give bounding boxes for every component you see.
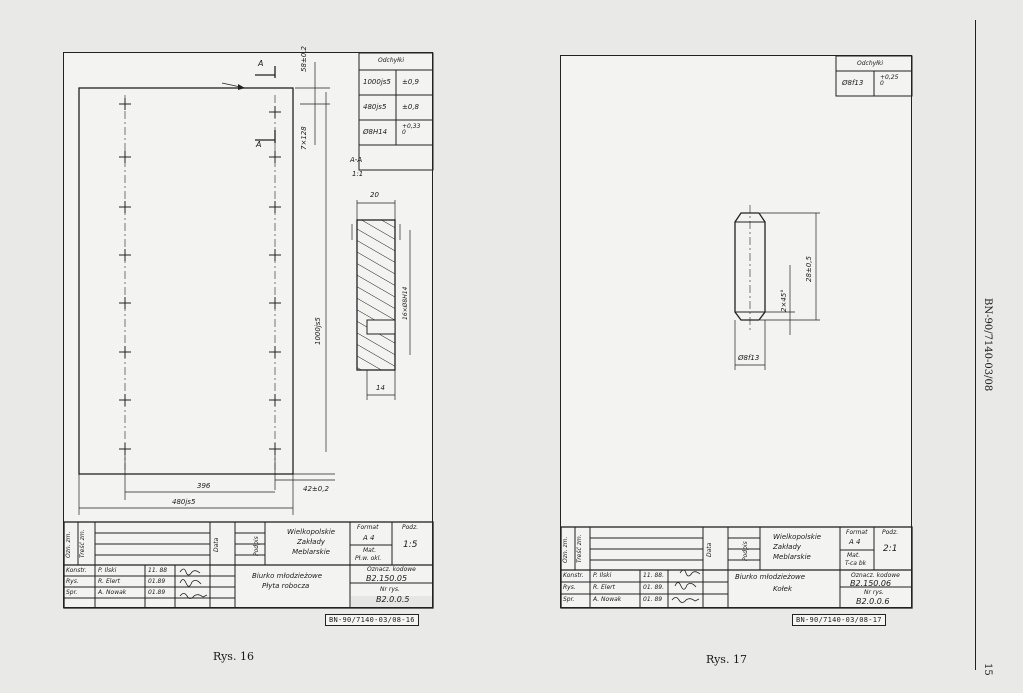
tol-dim-1: 1000js5 — [363, 78, 391, 86]
code-value-17: B2.150.06 — [850, 579, 892, 588]
page-number: 15 — [982, 663, 993, 676]
drawing-sheet-17 — [560, 55, 912, 608]
name-1-16: P. Ilski — [98, 567, 117, 574]
title-line2-16: Płyta robocza — [262, 582, 310, 590]
page-edge-line — [975, 20, 976, 670]
col-podpis-17: Podpis — [742, 541, 749, 561]
col-data-16: Data — [213, 537, 220, 552]
dim-length-17: 28±0,5 — [805, 256, 813, 282]
section-aa — [356, 219, 396, 371]
company-17: Wielkopolskie Zakłady Meblarskie — [773, 533, 822, 562]
mat-label-17: Mat. — [847, 552, 861, 559]
date-3-17: 01. 89 — [643, 596, 663, 603]
name-2-17: R. Elert — [593, 584, 615, 591]
nr-value-17: B2.0.0.6 — [856, 597, 890, 606]
nr-label-17: Nr rys. — [864, 589, 884, 596]
format-value-17: A 4 — [849, 538, 861, 546]
tol-val-3: +0,33 0 — [402, 123, 421, 136]
plate-outline — [78, 87, 294, 475]
name-3-17: A. Nowak — [593, 596, 622, 603]
dim-spacing: 7×128 — [300, 126, 308, 150]
format-value-16: A 4 — [363, 534, 375, 542]
code-label-16: Oznacz. kodowe — [367, 566, 416, 573]
format-label-17: Format — [846, 529, 868, 536]
mat-value-17: T-ca bk — [845, 560, 867, 567]
company-16: Wielkopolskie Zakłady Meblarskie — [287, 528, 336, 557]
stamp-16: BN-90/7140-03/08-16 — [325, 614, 419, 626]
title-line2-17: Kołek — [773, 585, 792, 593]
podz-label-16: Podz. — [402, 524, 419, 531]
date-1-16: 11. 88 — [148, 567, 168, 574]
date-2-16: 01.89 — [148, 578, 166, 585]
role-3-16: Spr. — [66, 589, 78, 596]
title-line1-16: Biurko młodzieżowe — [252, 572, 323, 580]
dim-section-hole: 16×Ø8H14 — [402, 286, 409, 320]
col-tresc-16: Treść zm. — [79, 529, 86, 558]
dim-width-480: 480js5 — [172, 498, 196, 506]
stamp-17: BN-90/7140-03/08-17 — [792, 614, 886, 626]
col-zm-16: Ozn. zm. — [65, 531, 72, 558]
role-1-17: Konstr. — [563, 572, 584, 579]
podz-label-17: Podz. — [882, 529, 899, 536]
mat-label-16: Mat. — [363, 547, 377, 554]
col-podpis-16: Podpis — [253, 536, 260, 556]
caption-16: Rys. 16 — [213, 650, 254, 663]
nr-label-16: Nr rys. — [380, 586, 400, 593]
title-block-17-grid — [560, 526, 913, 609]
pin-drawing — [734, 205, 820, 370]
tol-dim-2: 480js5 — [363, 103, 387, 111]
section-marker-bottom: A — [256, 140, 262, 149]
dim-section-depth: 14 — [376, 384, 385, 392]
format-label-16: Format — [357, 524, 379, 531]
role-2-17: Rys. — [563, 584, 576, 591]
role-2-16: Rys. — [66, 578, 79, 585]
nr-value-16: B2.0.0.5 — [376, 595, 410, 604]
dim-edge-42: 42±0,2 — [303, 485, 329, 493]
tol-dim-3: Ø8H14 — [363, 128, 388, 136]
name-2-16: R. Elert — [98, 578, 120, 585]
role-3-17: Spr. — [563, 596, 575, 603]
code-label-17: Oznacz. kodowe — [851, 572, 900, 579]
dim-width-396: 396 — [197, 482, 211, 490]
section-scale: 1:1 — [352, 170, 364, 178]
title-line1-17: Biurko młodzieżowe — [735, 573, 806, 581]
section-label: A-A — [350, 156, 363, 164]
caption-17: Rys. 17 — [706, 653, 747, 666]
tol-val-2: ±0,8 — [402, 103, 419, 111]
dim-height: 1000js5 — [314, 317, 322, 345]
date-1-17: 11. 88. — [643, 572, 664, 579]
dim-chamfer-17: 2×45° — [780, 289, 788, 312]
tolerance-header-17: Odchyłki — [857, 60, 884, 67]
role-1-16: Konstr. — [66, 567, 87, 574]
col-zm-17: Ozn. zm. — [562, 536, 569, 563]
date-2-17: 01. 89. — [643, 584, 664, 591]
col-data-17: Data — [706, 542, 713, 557]
tol-val-17: +0,25 0 — [880, 74, 899, 87]
dim-section-width: 20 — [370, 191, 379, 199]
dim-diameter-17: Ø8f13 — [738, 354, 760, 362]
mat-value-16: Pł.w. okl. — [355, 555, 382, 562]
section-marker-top: A — [258, 59, 264, 68]
scale-17: 2:1 — [883, 544, 898, 554]
col-tresc-17: Treść zm. — [576, 534, 583, 563]
tol-val-1: ±0,9 — [402, 78, 419, 86]
scale-16: 1:5 — [403, 540, 418, 550]
tolerance-header-16: Odchyłki — [378, 57, 405, 64]
title-block-16-grid — [63, 521, 434, 609]
name-1-17: P. Ilski — [593, 572, 612, 579]
tol-dim-17: Ø8f13 — [842, 79, 864, 87]
side-label: BN-90/7140-03/08 — [982, 298, 993, 392]
code-value-16: B2.150.05 — [366, 574, 408, 583]
dim-top-offset: 58±0,2 — [300, 46, 308, 72]
name-3-16: A. Nowak — [98, 589, 127, 596]
date-3-16: 01.89 — [148, 589, 166, 596]
